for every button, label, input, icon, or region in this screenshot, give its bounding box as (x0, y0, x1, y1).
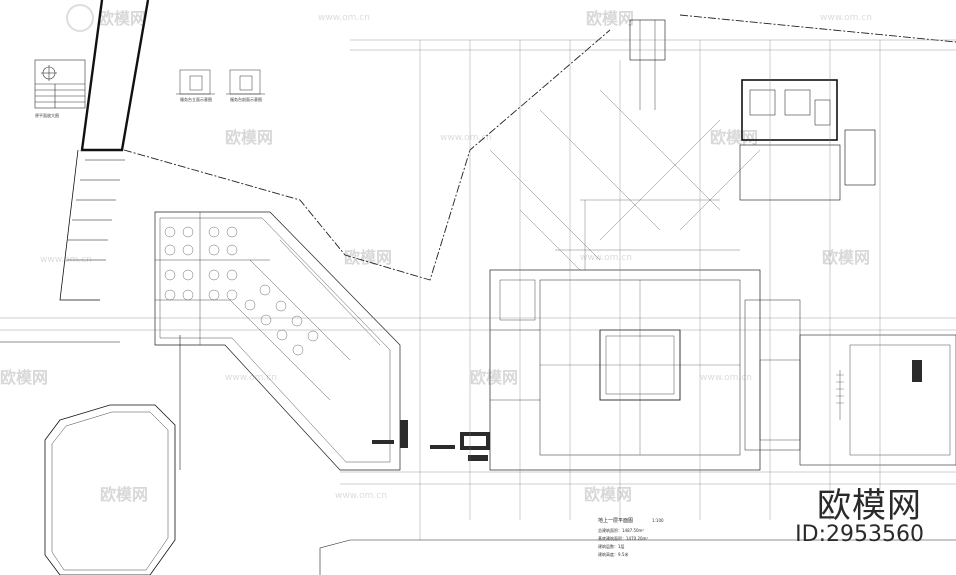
watermark-layer: 欧模网 www.om.cn 欧模网 www.om.cn 欧模网 www.om.c… (0, 4, 872, 504)
east-wing (799, 334, 956, 466)
watermark-brand: 欧模网 (225, 128, 273, 147)
detail-legend (34, 59, 86, 109)
watermark-url: www.om.cn (318, 13, 370, 23)
watermark-brand: 欧模网 (470, 368, 518, 387)
south-wall (0, 335, 956, 575)
watermark-url: www.om.cn (820, 13, 872, 23)
dining-wing (154, 211, 401, 471)
watermark-brand: 欧模网 (98, 9, 146, 28)
building-height: 建筑高度：9.5米 (598, 551, 628, 557)
site-boundary (59, 0, 150, 301)
watermark-url: www.om.cn (335, 491, 387, 501)
watermark-brand: 欧模网 (822, 248, 870, 267)
watermark-id: ID:2953560 (795, 522, 924, 547)
area-total: 总建筑面积：1487.50m² (598, 527, 644, 533)
watermark-url: www.om.cn (700, 373, 752, 383)
roof-lines (489, 89, 761, 271)
kitchen-equipment (372, 420, 490, 461)
floors-count: 建筑层数：1层 (598, 543, 625, 549)
detail-b-label: 服务台剖面示意图 (230, 96, 262, 102)
watermark-brand: 欧模网 (0, 368, 48, 387)
detail-a-label: 服务台立面示意图 (180, 96, 212, 102)
watermark-url: www.om.cn (40, 255, 92, 265)
section-small-label: 原平面放大图 (35, 112, 59, 118)
south-octagon-building (44, 404, 176, 575)
watermark-brand: 欧模网 (584, 485, 632, 504)
watermark-url: www.om.cn (580, 253, 632, 263)
watermark-brand: 欧模网 (100, 485, 148, 504)
service-counter-details (176, 69, 265, 95)
watermark-url: www.om.cn (440, 133, 492, 143)
watermark-brand: 欧模网 (344, 248, 392, 267)
plan-scale: 1:100 (652, 518, 664, 523)
watermark-url: www.om.cn (225, 373, 277, 383)
main-hall (489, 269, 801, 471)
watermark-brand: 欧模网 (586, 9, 634, 28)
watermark-logo: 欧模网 (66, 4, 146, 32)
area-base: 基底建筑面积：1470.20m² (598, 535, 648, 541)
axis-grid (0, 39, 956, 540)
red-line-boundary (123, 14, 956, 281)
dining-tables (164, 226, 319, 356)
watermark-brand: 欧模网 (710, 128, 758, 147)
watermark-brand-large: 欧模网 (817, 486, 922, 526)
plan-title: 地上一层平面图 (598, 517, 633, 524)
